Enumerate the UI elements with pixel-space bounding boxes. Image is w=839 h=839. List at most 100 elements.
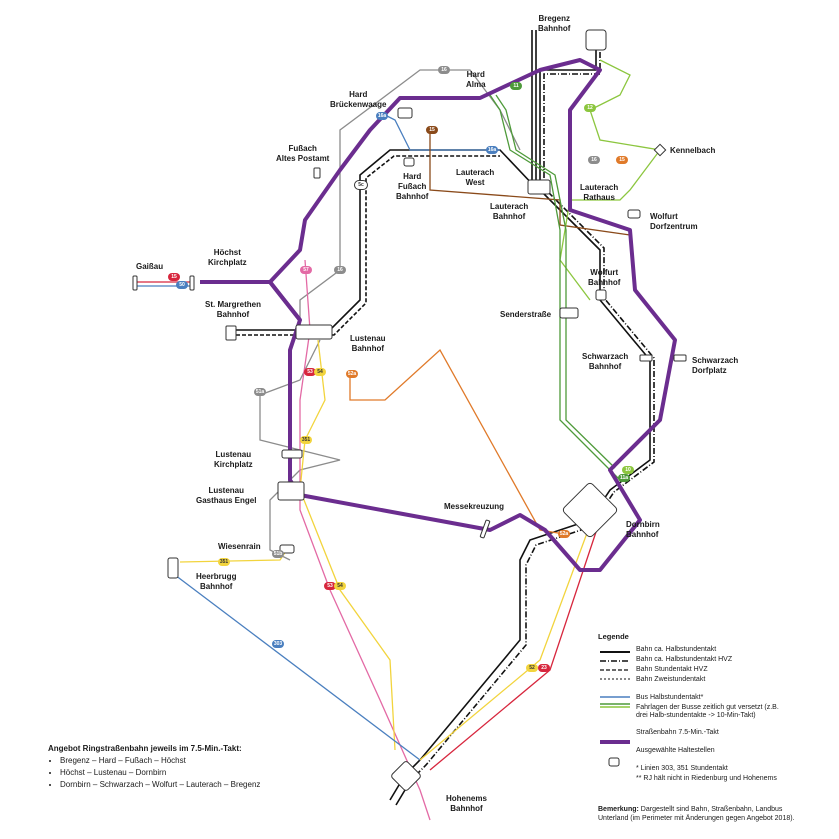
bus-11-green bbox=[489, 94, 621, 481]
stop-gaissau-1 bbox=[132, 275, 138, 291]
legend-footnote1: * Linien 303, 351 Stundentakt bbox=[636, 764, 728, 772]
remark: Bemerkung: Dargestellt sind Bahn, Straße… bbox=[598, 806, 798, 823]
stop-hard-brueckenwaage bbox=[397, 107, 413, 119]
badge-16-lauterach: 16 bbox=[588, 156, 600, 164]
offer-box: Angebot Ringstraßenbahn jeweils im 7.5-M… bbox=[48, 743, 260, 791]
badge-51a: 51a bbox=[254, 388, 266, 396]
legend-bus-half-hour: Bus Halbstundentakt* bbox=[636, 693, 704, 701]
label-dornbirn: Dornbirn Bahnhof bbox=[626, 520, 660, 539]
offer-item: Bregenz – Hard – Fußach – Höchst bbox=[60, 755, 260, 767]
badge-54-south: 54 bbox=[334, 582, 346, 590]
badge-351-lustenau: 351 bbox=[300, 436, 312, 444]
stop-lustenau-kirch bbox=[281, 449, 303, 459]
stop-lauterach-bahnhof bbox=[527, 179, 551, 195]
badge-15-hard: 15 bbox=[426, 126, 438, 134]
stop-wolfurt-bahnhof bbox=[595, 289, 607, 301]
rail-dornbirn-hohenems bbox=[404, 519, 591, 776]
bus-54-yellow bbox=[299, 339, 396, 751]
bus-12-lightgreen bbox=[559, 59, 662, 301]
offer-list: Bregenz – Hard – Fußach – Höchst Höchst … bbox=[48, 755, 260, 791]
bus-303-blue bbox=[174, 574, 421, 761]
stop-schwarzach-bhf bbox=[639, 354, 653, 362]
badge-52-dornbirn: 52 bbox=[526, 664, 538, 672]
stop-lustenau-bahnhof bbox=[295, 324, 333, 340]
rail-dornbirn-hohenems-2 bbox=[410, 524, 597, 781]
legend: Legende Bahn ca. Halbstundentakt Bahn ca… bbox=[598, 632, 798, 785]
label-lustenau-engel: Lustenau Gasthaus Engel bbox=[196, 486, 257, 505]
badge-10-dornbirn: 10 bbox=[622, 466, 634, 474]
bus-52-yellow-south bbox=[419, 524, 591, 761]
tram-hoechst-lustenau bbox=[268, 280, 302, 322]
stop-wolfurt-dorf bbox=[627, 209, 641, 219]
badge-16-hoechst: 16 bbox=[334, 266, 346, 274]
tram-ring bbox=[268, 58, 677, 572]
bus-16a-blue bbox=[384, 114, 500, 151]
stop-lustenau-engel bbox=[277, 481, 305, 501]
label-lustenau-kirchplatz: Lustenau Kirchplatz bbox=[214, 450, 253, 469]
badge-51b: 51b bbox=[272, 550, 284, 558]
badge-12-kennelbach: 12 bbox=[584, 104, 596, 112]
badge-53: 53 bbox=[304, 368, 316, 376]
badge-50-gaissau: 50 bbox=[176, 281, 188, 289]
stop-stmargrethen bbox=[225, 325, 237, 341]
legend-footnote2: ** RJ hält nicht in Riedenburg und Hohen… bbox=[636, 774, 777, 782]
stop-heerbrugg bbox=[167, 557, 179, 579]
label-wolfurt-bahnhof: Wolfurt Bahnhof bbox=[588, 268, 621, 287]
stop-bregenz bbox=[585, 29, 607, 51]
badge-52a-messe: 52a bbox=[558, 530, 570, 538]
badge-16a-lauterach: 16a bbox=[486, 146, 498, 154]
legend-bus-offset: Fahrlagen der Busse zeitlich gut versetz… bbox=[636, 703, 779, 720]
badge-351-wiesenrain: 351 bbox=[218, 558, 230, 566]
stop-kennelbach bbox=[653, 143, 667, 157]
bus-16-gray-2 bbox=[259, 339, 341, 561]
stop-markers bbox=[132, 29, 687, 791]
label-hard-alma: Hard Alma bbox=[466, 70, 486, 89]
badge-16a-hard: 16a bbox=[376, 112, 388, 120]
bus-11a-green bbox=[495, 94, 616, 469]
label-lauterach-west: Lauterach West bbox=[456, 168, 495, 187]
badge-23-dornbirn: 23 bbox=[538, 664, 550, 672]
legend-rail-two-hour: Bahn Zweistundentakt bbox=[636, 675, 706, 683]
badge-16-hard: 16 bbox=[438, 66, 450, 74]
stop-schwarzach-dorf bbox=[673, 354, 687, 362]
label-lustenau-bahnhof: Lustenau Bahnhof bbox=[350, 334, 386, 353]
label-hard-brueckenwaage: Hard Brückenwaage bbox=[330, 90, 387, 109]
badge-303: 303 bbox=[272, 640, 284, 648]
stop-fussach-post bbox=[313, 167, 321, 179]
remark-label: Bemerkung: bbox=[598, 806, 639, 813]
stop-gaissau-2 bbox=[189, 275, 195, 291]
label-bregenz: Bregenz Bahnhof bbox=[538, 14, 571, 33]
stop-senderstrasse bbox=[559, 307, 579, 319]
legend-rail-half-hour: Bahn ca. Halbstundentakt bbox=[636, 645, 717, 653]
legend-tram: Straßenbahn 7.5-Min.-Takt bbox=[636, 728, 719, 736]
stop-hard-fussach bbox=[403, 157, 415, 167]
offer-title: Angebot Ringstraßenbahn jeweils im 7.5-M… bbox=[48, 744, 242, 753]
label-kennelbach: Kennelbach bbox=[670, 146, 716, 155]
badge-5c: 5c bbox=[354, 180, 368, 190]
bus-lines bbox=[135, 59, 662, 821]
label-schwarzach-dorfplatz: Schwarzach Dorfplatz bbox=[692, 356, 739, 375]
stop-dornbirn bbox=[562, 482, 618, 538]
label-gaissau: Gaißau bbox=[136, 262, 164, 271]
label-fussach-post: Fußach Altes Postamt bbox=[276, 144, 330, 163]
label-hard-fussach-bhf: Hard Fußach Bahnhof bbox=[396, 172, 429, 201]
tram-line bbox=[200, 58, 677, 572]
label-senderstrasse: Senderstraße bbox=[500, 310, 552, 319]
offer-item: Dornbirn – Schwarzach – Wolfurt – Lauter… bbox=[60, 779, 260, 791]
remark-text: Dargestellt sind Bahn, Straßenbahn, Land… bbox=[598, 806, 795, 822]
rail-bregenz-dornbirn-2 bbox=[543, 30, 655, 523]
badge-11a-dornbirn: 11a bbox=[618, 474, 630, 482]
label-st-margrethen: St. Margrethen Bahnhof bbox=[205, 300, 262, 319]
legend-title: Legende bbox=[598, 632, 629, 641]
label-heerbrugg: Heerbrugg Bahnhof bbox=[196, 572, 237, 591]
offer-item: Höchst – Lustenau – Dornbirn bbox=[60, 767, 260, 779]
label-messekreuzung: Messekreuzung bbox=[444, 502, 505, 511]
legend-rail-half-hour-hvz: Bahn ca. Halbstundentakt HVZ bbox=[636, 655, 733, 663]
badge-15-lauterach: 15 bbox=[616, 156, 628, 164]
stop-messe bbox=[479, 519, 491, 539]
stop-wiesenrain bbox=[279, 544, 295, 554]
badge-53-south: 53 bbox=[324, 582, 336, 590]
label-lauterach-bahnhof: Lauterach Bahnhof bbox=[490, 202, 529, 221]
legend-stops: Ausgewählte Haltestellen bbox=[636, 746, 715, 754]
